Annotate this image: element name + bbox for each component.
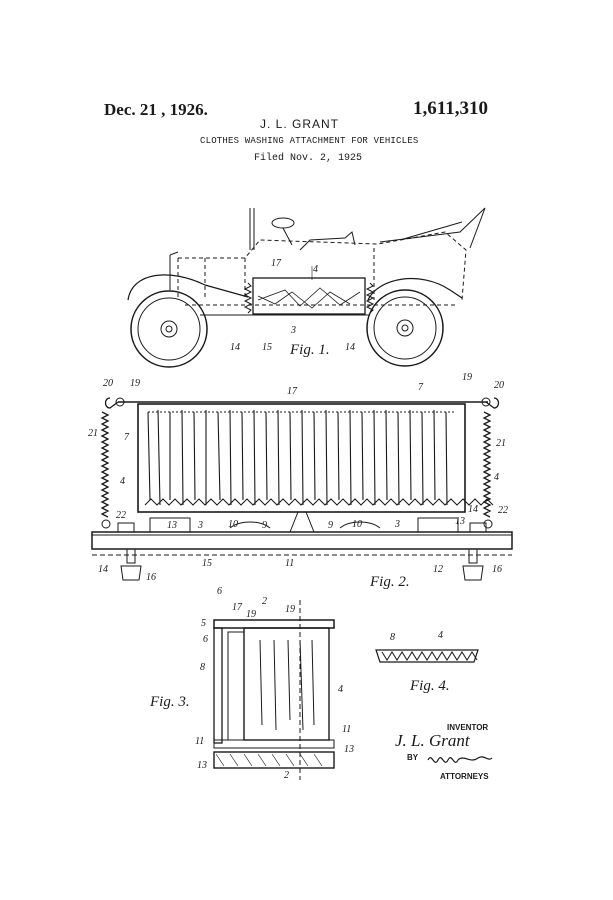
svg-text:14: 14 — [345, 342, 355, 353]
figure-2-label: Fig. 2. — [369, 574, 410, 590]
svg-text:4: 4 — [494, 472, 499, 483]
svg-text:17: 17 — [232, 602, 243, 613]
inventor-name-header: J. L. GRANT — [260, 117, 340, 131]
attorneys-label: ATTORNEYS — [440, 772, 489, 781]
svg-text:19: 19 — [130, 378, 140, 389]
svg-text:17: 17 — [271, 258, 282, 269]
svg-text:4: 4 — [438, 630, 443, 641]
svg-text:5: 5 — [201, 618, 206, 629]
svg-text:9: 9 — [328, 520, 333, 531]
svg-text:10: 10 — [352, 519, 362, 530]
svg-text:4: 4 — [338, 684, 343, 695]
svg-text:4: 4 — [313, 264, 318, 275]
svg-text:13: 13 — [197, 760, 207, 771]
svg-text:14: 14 — [98, 564, 108, 575]
svg-text:16: 16 — [492, 564, 502, 575]
svg-text:13: 13 — [455, 516, 465, 527]
figure-3-section: 6 5 6 8 17 19 2 19 4 11 11 13 13 2 — [195, 586, 354, 781]
figure-3-label: Fig. 3. — [149, 694, 190, 710]
svg-text:3: 3 — [290, 325, 296, 336]
svg-text:19: 19 — [462, 372, 472, 383]
svg-text:22: 22 — [116, 510, 126, 521]
svg-text:14: 14 — [468, 504, 478, 515]
patent-number: 1,611,310 — [413, 98, 488, 119]
svg-text:11: 11 — [342, 724, 351, 735]
svg-text:21: 21 — [496, 438, 506, 449]
svg-text:19: 19 — [246, 609, 256, 620]
svg-text:20: 20 — [103, 378, 113, 389]
svg-text:9: 9 — [262, 520, 267, 531]
svg-text:2: 2 — [262, 596, 267, 607]
svg-text:7: 7 — [418, 382, 424, 393]
svg-text:19: 19 — [285, 604, 295, 615]
svg-text:6: 6 — [203, 634, 208, 645]
inventor-signature: J. L. Grant — [395, 731, 470, 750]
svg-text:15: 15 — [202, 558, 212, 569]
svg-text:11: 11 — [285, 558, 294, 569]
attorney-signature — [427, 756, 493, 763]
patent-title: CLOTHES WASHING ATTACHMENT FOR VEHICLES — [200, 136, 419, 146]
svg-text:7: 7 — [124, 432, 130, 443]
svg-text:14: 14 — [230, 342, 240, 353]
svg-text:8: 8 — [390, 632, 395, 643]
svg-text:3: 3 — [197, 520, 203, 531]
svg-text:4: 4 — [120, 476, 125, 487]
inventor-label: INVENTOR — [447, 723, 489, 732]
svg-text:8: 8 — [200, 662, 205, 673]
figure-1-label: Fig. 1. — [289, 342, 330, 358]
figure-2-tank-elevation: 20 19 17 7 19 20 21 7 4 21 4 22 22 13 13… — [88, 372, 513, 583]
svg-text:10: 10 — [228, 519, 238, 530]
svg-text:13: 13 — [344, 744, 354, 755]
by-label: BY — [407, 753, 419, 762]
svg-text:12: 12 — [433, 564, 443, 575]
svg-text:6: 6 — [217, 586, 222, 597]
filed-date: Filed Nov. 2, 1925 — [254, 153, 363, 164]
svg-text:21: 21 — [88, 428, 98, 439]
svg-text:2: 2 — [284, 770, 289, 781]
svg-text:17: 17 — [287, 386, 298, 397]
svg-text:13: 13 — [167, 520, 177, 531]
svg-text:16: 16 — [146, 572, 156, 583]
figure-4-detail: 8 4 — [375, 630, 479, 663]
svg-text:11: 11 — [195, 736, 204, 747]
patent-date: Dec. 21 , 1926. — [104, 100, 208, 119]
svg-text:22: 22 — [498, 505, 508, 516]
figure-1-automobile: 4 17 14 15 3 14 — [127, 207, 486, 368]
svg-text:3: 3 — [394, 519, 400, 530]
svg-text:20: 20 — [494, 380, 504, 391]
figure-4-label: Fig. 4. — [409, 678, 450, 694]
svg-text:15: 15 — [262, 342, 272, 353]
